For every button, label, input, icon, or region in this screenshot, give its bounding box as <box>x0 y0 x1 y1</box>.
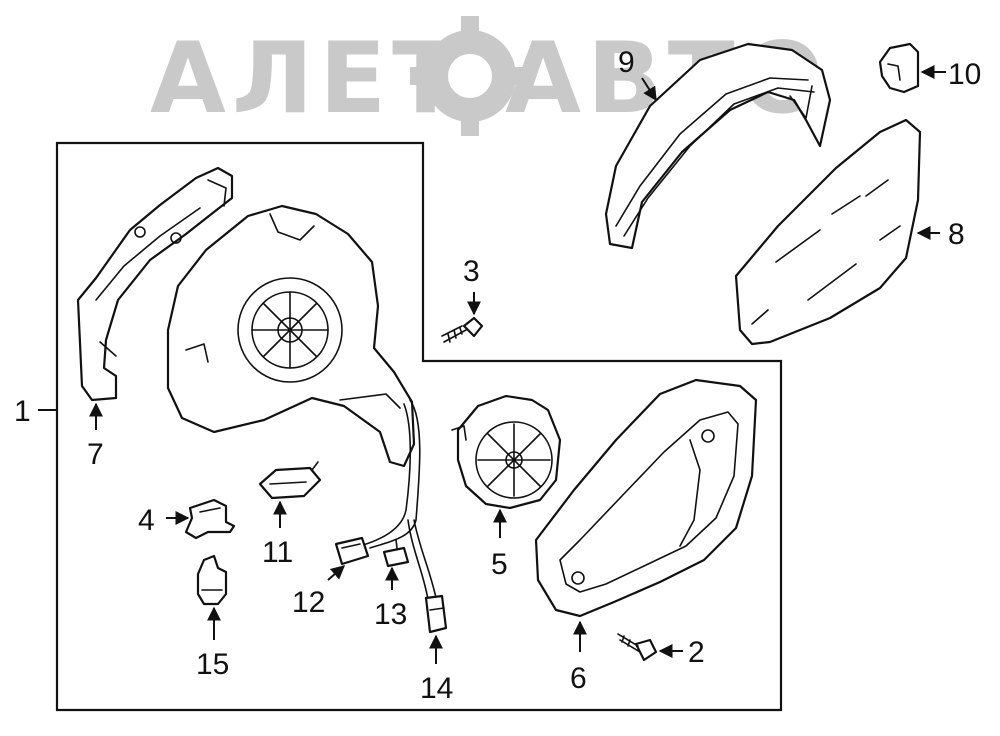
callout-7: 7 <box>87 438 104 471</box>
callout-11: 11 <box>262 536 293 569</box>
part-10-clip <box>878 42 920 94</box>
assembly-frame <box>55 141 783 712</box>
part-15-sensor <box>196 554 228 606</box>
callout-1: 1 <box>14 395 31 428</box>
part-9-cover <box>604 42 832 250</box>
part-1-mirror-base <box>166 204 416 468</box>
leader-lines <box>38 65 946 664</box>
callout-6: 6 <box>570 662 587 695</box>
callout-10: 10 <box>948 58 981 91</box>
part-8-glass <box>734 118 922 346</box>
gear-icon <box>410 16 530 136</box>
leader-9 <box>641 77 657 102</box>
wiring-harness <box>359 399 437 601</box>
callout-12: 12 <box>292 586 325 619</box>
callout-15: 15 <box>196 648 229 681</box>
leader-12 <box>327 565 346 581</box>
callout-9: 9 <box>618 46 635 79</box>
part-11-module <box>258 461 322 500</box>
part-2-screw <box>617 633 658 662</box>
part-14-connector <box>424 594 448 634</box>
callout-14: 14 <box>420 672 453 705</box>
callout-5: 5 <box>491 548 508 581</box>
callout-2: 2 <box>688 636 705 669</box>
callout-13: 13 <box>374 598 407 631</box>
part-7-bracket <box>76 166 234 402</box>
part-13-connector <box>382 546 410 568</box>
part-12-connector <box>334 536 370 566</box>
callout-4: 4 <box>138 504 155 537</box>
callout-8: 8 <box>948 218 965 251</box>
part-3-screw <box>441 316 484 343</box>
callout-labels: 1 2 3 4 5 6 7 8 9 10 11 12 13 14 15 <box>14 46 981 705</box>
part-6-frame <box>534 378 758 618</box>
part-4-clip <box>184 498 236 540</box>
callout-3: 3 <box>463 255 480 288</box>
part-5-motor <box>451 394 562 510</box>
